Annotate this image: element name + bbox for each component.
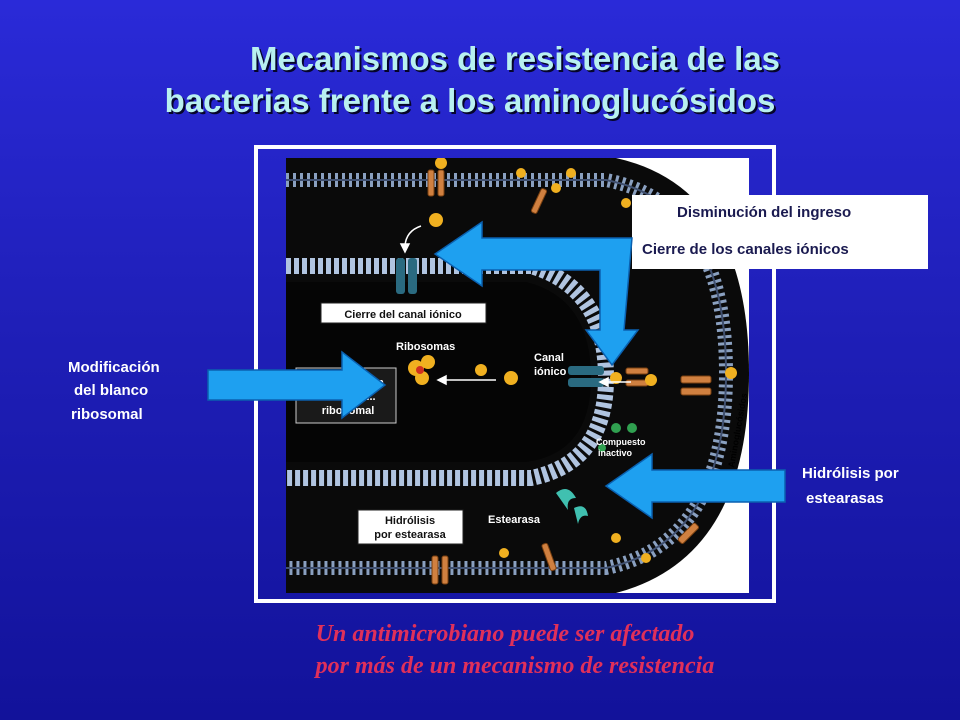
label-hidrolisis-1: Hidrólisis [385,515,435,527]
callout-modificacion-2: del blanco [74,382,149,399]
label-estearasa: Estearasa [488,514,541,526]
label-hidrolisis-2: por estearasa [374,529,446,541]
callout-ingreso: Disminución del ingreso [677,204,852,221]
label-inactivo: inactivo [598,448,633,458]
slide-footer: Un antimicrobiano puede ser afectado por… [0,618,960,682]
slide-title-line1: Mecanismos de resistencia de las [249,40,781,77]
label-canal: Canal [534,352,564,364]
footer-line2: por más de un mecanismo de resistencia [315,653,715,679]
callout-hidrolisis-1: Hidrólisis por [802,465,899,482]
flow-arrows [399,225,631,388]
label-cierre-canal: Cierre del canal iónico [344,309,462,321]
ion-channels [396,258,604,387]
label-modif-1: ...ión [358,377,384,389]
callout-modificacion-1: Modificación [68,359,160,376]
label-compuesto: Compuesto [596,437,646,447]
footer-line1: Un antimicrobiano puede ser afectado [315,621,695,647]
slide-title-line2: bacterias frente a los aminoglucósidos [164,82,776,119]
porins [427,169,712,585]
label-modif-2: ... [366,391,375,403]
ribosome-core [416,366,424,374]
label-ribosomas: Ribosomas [396,341,455,353]
slide-title: Mecanismos de resistencia de las bacteri… [0,38,960,122]
label-modif-3: ribosomal [322,405,375,417]
callout-canales: Cierre de los canales iónicos [642,241,849,258]
callout-hidrolisis-2: estearasas [806,490,884,507]
inactive-compounds [598,423,637,452]
esterase-enzyme-2 [574,506,588,524]
esterase-enzyme [556,489,576,510]
callout-ingreso-box: Disminución del ingreso Cierre de los ca… [632,195,928,269]
label-ionico: iónico [534,366,567,378]
callout-modificacion-3: ribosomal [71,406,143,423]
